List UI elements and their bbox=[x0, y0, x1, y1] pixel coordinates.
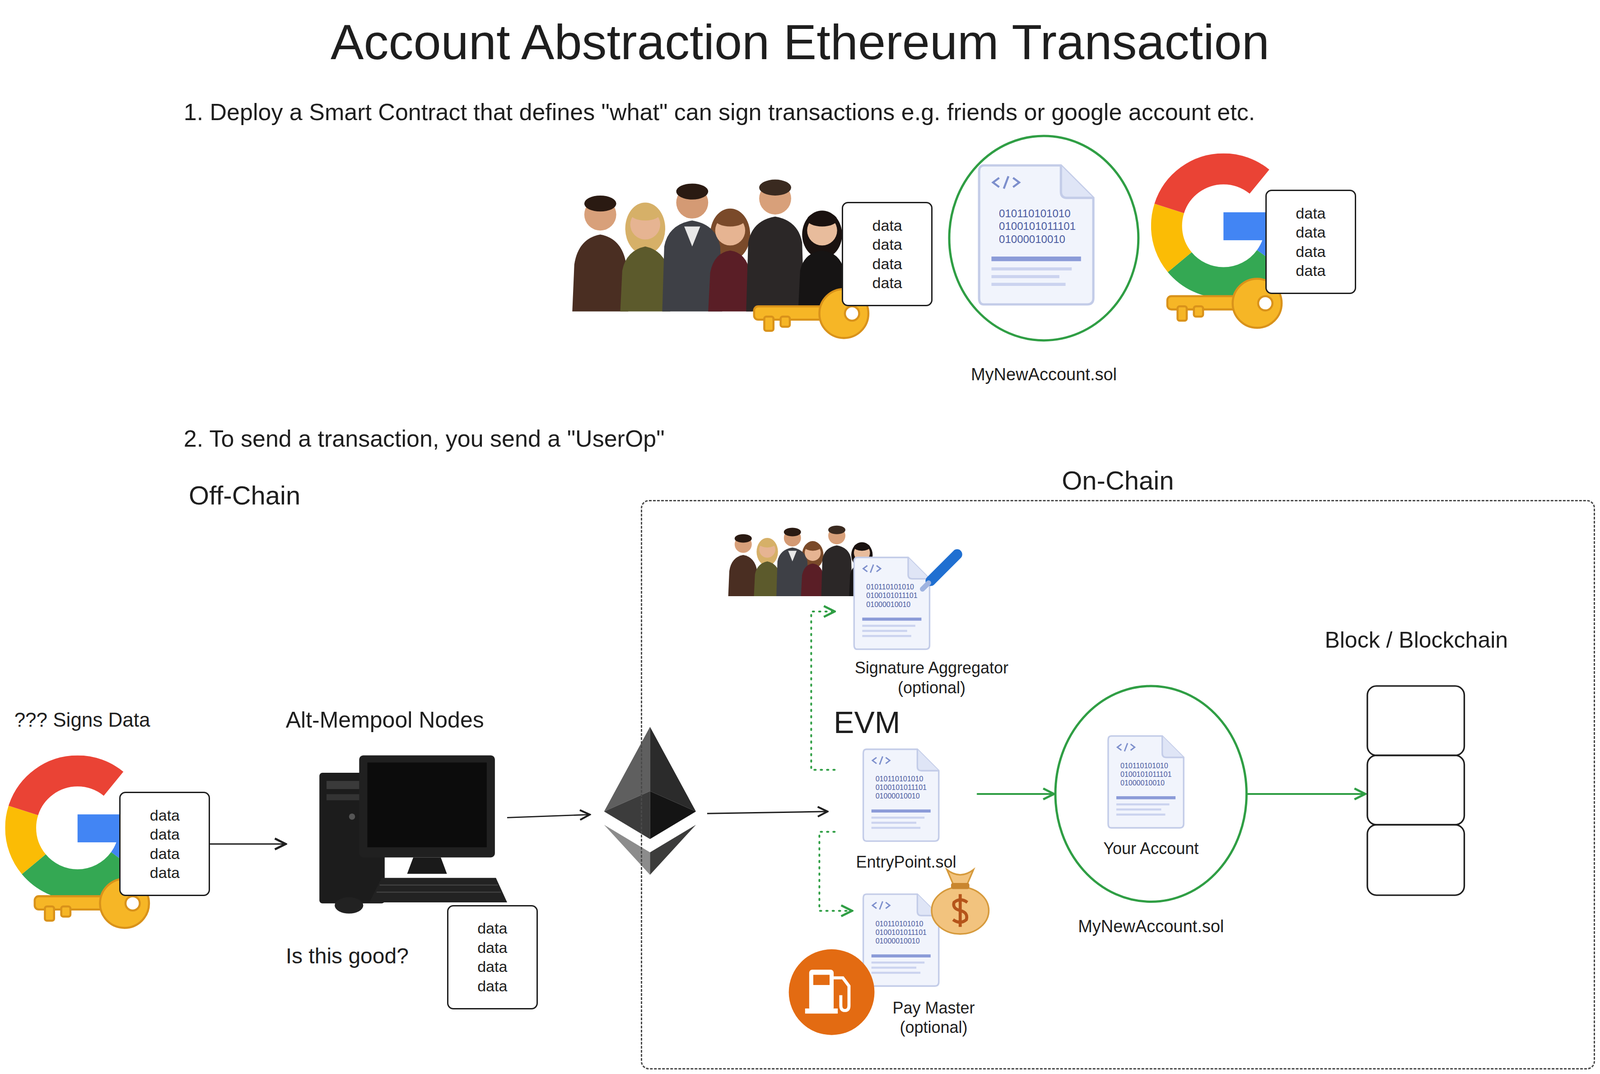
friends-photo bbox=[570, 166, 851, 312]
flow-arrow bbox=[1247, 793, 1366, 795]
signer-label: ??? Signs Data bbox=[14, 708, 151, 733]
mempool-node: Alt-Mempool Nodes Is this good? data data … bbox=[285, 704, 543, 1021]
signed-data-box: data data data data bbox=[119, 791, 210, 896]
data-box: data data data data bbox=[841, 201, 933, 306]
signature-aggregator: Signature Aggregator (optional) bbox=[834, 550, 1029, 702]
data-text: data data data data bbox=[477, 918, 508, 996]
gas-pump-icon bbox=[788, 949, 875, 1036]
circle-outline bbox=[1054, 684, 1248, 904]
node-heading: Alt-Mempool Nodes bbox=[285, 706, 485, 734]
contract-icon bbox=[853, 557, 930, 649]
contract-icon bbox=[863, 894, 939, 986]
data-text: data data data data bbox=[872, 215, 903, 293]
data-box: data data data data bbox=[1265, 189, 1357, 294]
contract-icon bbox=[1108, 736, 1184, 828]
circle-outline bbox=[949, 135, 1139, 341]
paymaster-contract: Pay Master (optional) bbox=[852, 887, 1016, 1041]
entry-point-contract: EntryPoint.sol bbox=[834, 742, 978, 878]
money-bag-icon bbox=[931, 869, 989, 934]
pen-icon bbox=[922, 554, 958, 589]
binary-code: 010110101010 0100101011101 01000010010 bbox=[875, 919, 927, 946]
flow-arrow bbox=[977, 793, 1055, 795]
step-text: 2. To send a transaction, you send a "Us… bbox=[183, 424, 665, 453]
diagram-title: Account Abstraction Ethereum Transaction bbox=[330, 12, 1270, 72]
binary-code: 010110101010 0100101011101 01000010010 bbox=[998, 207, 1076, 247]
binary-code: 010110101010 0100101011101 01000010010 bbox=[866, 582, 918, 609]
question-text: Is this good? bbox=[285, 942, 409, 970]
circle-outline bbox=[1055, 685, 1247, 902]
contract-name: MyNewAccount.sol bbox=[1077, 916, 1224, 938]
binary-code: 010110101010 0100101011101 01000010010 bbox=[1120, 761, 1172, 788]
on-chain-region: On-ChainSignature Aggregator (optional)E… bbox=[640, 499, 1596, 1070]
section-heading: Off-Chain bbox=[188, 479, 301, 512]
component-label: Signature Aggregator (optional) bbox=[846, 657, 1017, 697]
block-stack bbox=[1367, 685, 1465, 896]
computer-icon bbox=[319, 755, 508, 914]
flow-arrow bbox=[811, 611, 835, 770]
contract-icon bbox=[979, 165, 1094, 305]
flow-arrow bbox=[209, 843, 286, 845]
data-text: data data data data bbox=[149, 805, 180, 883]
component-label: EntryPoint.sol bbox=[855, 852, 957, 872]
account-contract-circle: Your AccountMyNewAccount.sol bbox=[1054, 684, 1248, 904]
component-label: Pay Master (optional) bbox=[880, 998, 987, 1037]
binary-code: 010110101010 0100101011101 01000010010 bbox=[875, 774, 927, 801]
data-text: data data data data bbox=[1295, 203, 1326, 281]
contract-icon bbox=[863, 749, 939, 841]
region-heading: On-Chain bbox=[1061, 464, 1174, 497]
contract-name: MyNewAccount.sol bbox=[970, 364, 1117, 386]
ethereum-logo bbox=[604, 726, 696, 875]
blockchain-stack: Block / Blockchain bbox=[1365, 683, 1468, 899]
component-label: Your Account bbox=[1103, 838, 1199, 859]
step-text: 1. Deploy a Smart Contract that defines … bbox=[183, 97, 1255, 126]
node-heading: Block / Blockchain bbox=[1324, 626, 1508, 654]
key-icon bbox=[1167, 278, 1282, 328]
data-box: data data data data bbox=[447, 904, 538, 1009]
flow-arrow bbox=[819, 831, 852, 911]
evm-label: EVM bbox=[833, 704, 901, 742]
